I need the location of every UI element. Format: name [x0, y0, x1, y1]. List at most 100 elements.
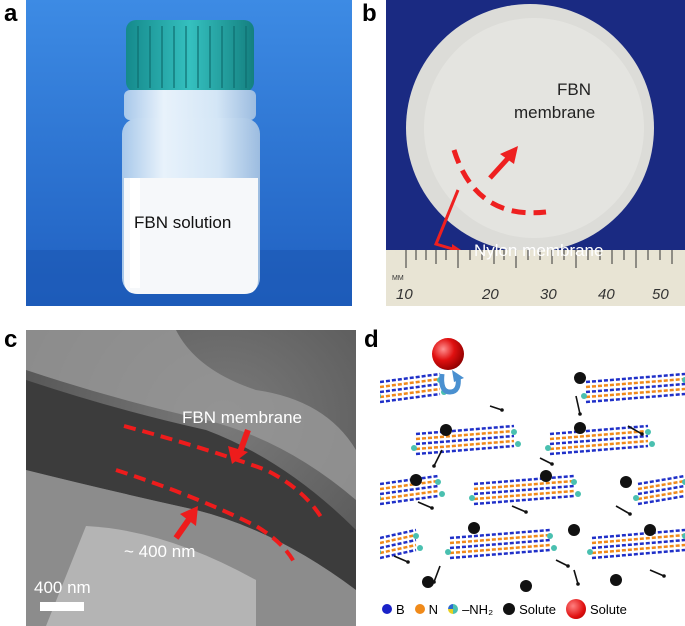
- thickness-arrow-bottom: [180, 506, 198, 526]
- fbn-membrane-label-line2: membrane: [514, 103, 596, 122]
- flow-arrow-head: [432, 464, 436, 468]
- sem-illustration: [26, 330, 356, 626]
- small-solute: [620, 476, 632, 488]
- amine-group: [649, 441, 655, 447]
- nylon-membrane-label: Nylon membrane: [474, 241, 604, 260]
- legend-label-amine: –NH₂: [462, 601, 494, 617]
- panel-letter-d: d: [364, 326, 379, 353]
- nanochannel-schematic: [380, 338, 685, 592]
- bn-nanosheet-stack: [545, 424, 655, 456]
- flow-arrow-head: [432, 580, 436, 584]
- flow-arrow-head: [430, 506, 434, 510]
- bottle-illustration: [26, 0, 352, 306]
- small-solute: [574, 372, 586, 384]
- panel-c-sem: FBN membrane ~ 400 nm 400 nm: [26, 330, 356, 626]
- ruler-tick-10: 10: [396, 286, 413, 303]
- membrane-illustration: [386, 0, 685, 306]
- amine-group: [581, 393, 587, 399]
- panel-d-legend: B N –NH₂ Solute Solute: [382, 597, 682, 621]
- small-solute-dot-icon: [503, 603, 516, 615]
- flow-arrow-head: [576, 582, 580, 586]
- boron-dot-icon: [382, 604, 392, 614]
- legend-item-nitrogen: N: [414, 601, 439, 617]
- flow-arrow: [511, 505, 527, 513]
- panel-b-photo: FBN membrane Nylon membrane MM 10 20 30 …: [386, 0, 685, 306]
- small-solute: [540, 470, 552, 482]
- legend-item-small-solute: Solute: [503, 602, 556, 617]
- legend-item-amine: –NH₂: [448, 602, 493, 617]
- amine-group: [682, 377, 685, 383]
- amine-group: [682, 479, 685, 485]
- flow-arrow: [555, 559, 569, 567]
- flow-arrow-head: [566, 564, 570, 568]
- legend-item-boron: B: [382, 602, 405, 617]
- amine-group: [633, 495, 639, 501]
- flow-arrow-head: [550, 462, 554, 466]
- ruler-tick-20: 20: [482, 286, 499, 303]
- small-solute: [568, 524, 580, 536]
- panel-letter-a: a: [4, 0, 18, 27]
- flow-arrow: [649, 569, 665, 577]
- nylon-pointer-line: [433, 189, 460, 252]
- bn-nanosheet-stack: [633, 474, 685, 506]
- amine-group: [587, 549, 593, 555]
- flow-arrow: [573, 569, 579, 585]
- amine-group: [469, 495, 475, 501]
- bn-nanosheet-stack: [581, 372, 685, 404]
- small-solute: [574, 422, 586, 434]
- panel-d-schematic: [380, 330, 685, 596]
- flow-arrow: [393, 555, 409, 563]
- nitrogen-dot-icon: [414, 604, 425, 614]
- amine-group: [575, 491, 581, 497]
- amine-group: [515, 441, 521, 447]
- flow-arrow-head: [640, 432, 644, 436]
- large-solute-sphere-icon: [566, 599, 586, 619]
- legend-label-small-solute: Solute: [519, 601, 556, 617]
- amine-group: [413, 533, 419, 539]
- amine-group: [380, 495, 381, 501]
- thickness-arrow-top: [228, 446, 248, 464]
- fbn-membrane-label-line1: FBN: [557, 80, 591, 99]
- flow-arrow-head: [628, 512, 632, 516]
- small-solute: [644, 524, 656, 536]
- small-solute: [422, 576, 434, 588]
- ruler-tick-50: 50: [652, 286, 669, 303]
- small-solute: [468, 522, 480, 534]
- amine-group: [380, 393, 381, 399]
- amine-group: [547, 533, 553, 539]
- flow-arrow: [575, 395, 581, 415]
- amine-group: [511, 429, 517, 435]
- lower-boundary-dash: [115, 468, 298, 567]
- flow-arrow-head: [578, 412, 582, 416]
- small-solute: [410, 474, 422, 486]
- amine-group: [645, 429, 651, 435]
- flow-arrow: [417, 501, 433, 509]
- fbn-membrane-disc: [424, 18, 644, 238]
- amine-group: [380, 549, 381, 555]
- amine-group: [551, 545, 557, 551]
- amine-group: [417, 545, 423, 551]
- legend-item-large-solute: Solute: [566, 599, 627, 619]
- large-solute-rejected: [432, 338, 464, 370]
- bn-nanosheet-stack: [469, 474, 581, 506]
- thickness-label: ~ 400 nm: [124, 542, 196, 561]
- panel-a-photo: FBN solution: [26, 0, 352, 306]
- flow-arrow: [433, 449, 443, 467]
- amine-group: [445, 549, 451, 555]
- scale-bar: [40, 602, 84, 611]
- ruler-unit: MM: [392, 275, 404, 282]
- small-solute: [520, 580, 532, 592]
- small-solute: [610, 574, 622, 586]
- flow-arrow-head: [662, 574, 666, 578]
- bn-nanosheet-stack: [411, 424, 521, 456]
- legend-label-boron: B: [396, 601, 405, 617]
- panel-letter-c: c: [4, 326, 18, 353]
- amine-group: [545, 445, 551, 451]
- flow-arrow: [615, 505, 631, 515]
- ruler-tick-40: 40: [598, 286, 615, 303]
- rejection-arrow: [439, 373, 461, 395]
- bn-nanosheet-stack: [380, 474, 445, 506]
- legend-label-nitrogen: N: [428, 601, 439, 617]
- amine-dot-icon: [448, 604, 459, 614]
- amine-group: [411, 445, 417, 451]
